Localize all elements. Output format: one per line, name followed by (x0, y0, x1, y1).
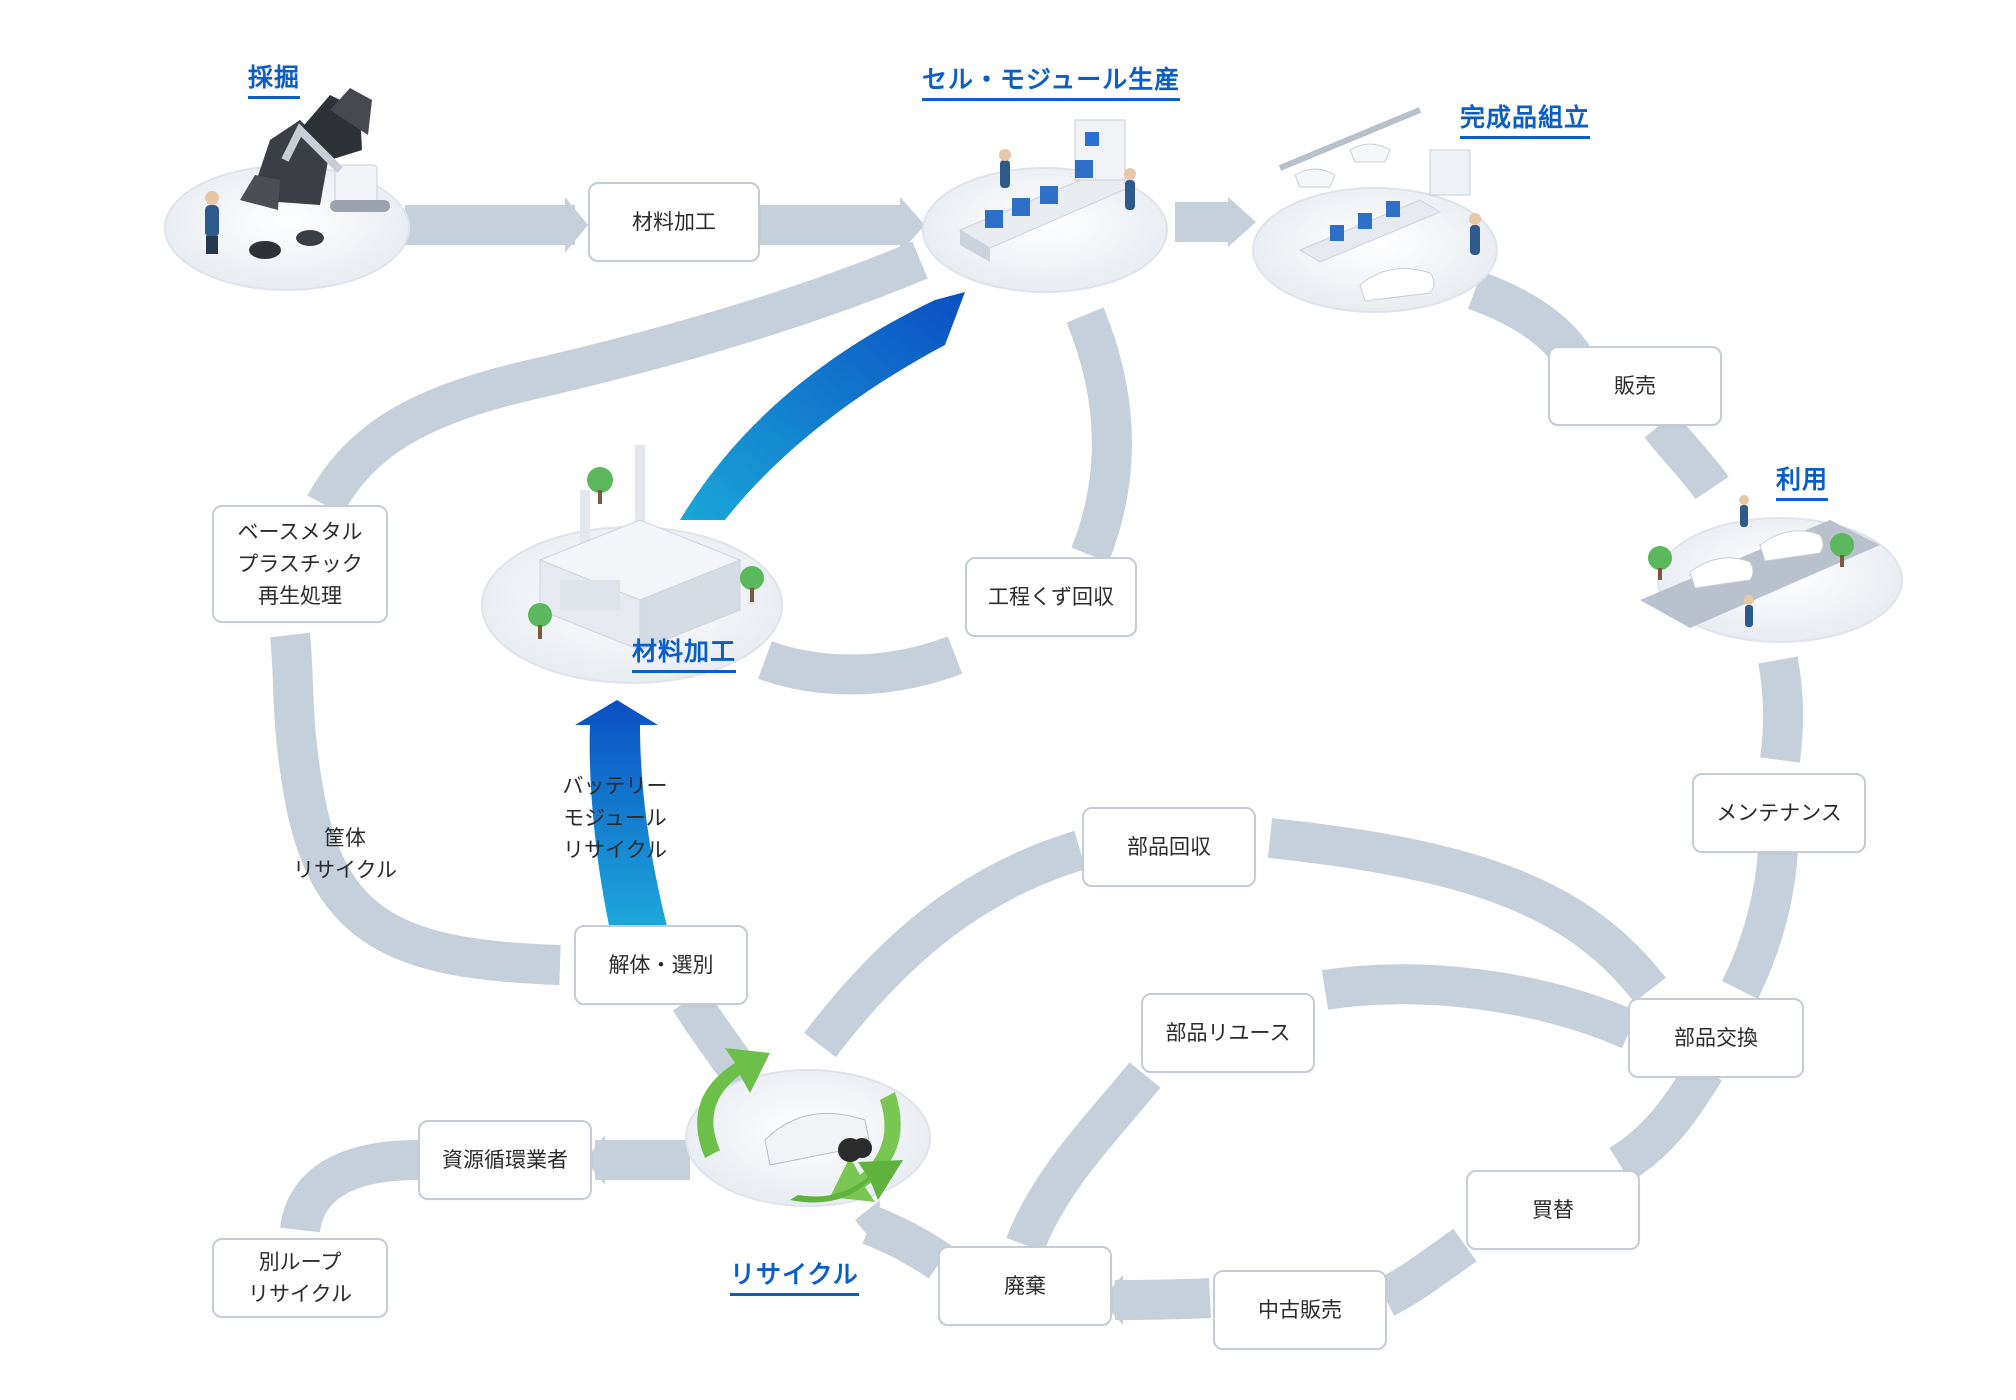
assembly-illustration (1278, 107, 1481, 302)
stage-mining: 採掘 (248, 58, 301, 99)
flow-exchange-to-replacement (1609, 1059, 1722, 1182)
flow-resource-to-other (280, 1140, 419, 1234)
flow-reuse-to-disposal (1006, 1062, 1161, 1253)
flow-sales-to-use (1644, 412, 1729, 500)
flow-disposal-to-recycle (862, 1206, 952, 1279)
factory-illustration (528, 445, 764, 651)
recycle-illustration (697, 1048, 903, 1203)
box-parts-reuse: 部品リユース (1141, 993, 1315, 1073)
flow-exchange-to-reuse (1321, 964, 1639, 1049)
box-material-processing: 材料加工 (588, 182, 760, 262)
box-disposal: 廃棄 (938, 1246, 1112, 1326)
flow-base-to-cell (307, 241, 928, 515)
flow-use-to-maintenance (1758, 656, 1804, 763)
arrowhead-to-recycle (855, 1200, 880, 1248)
cell-module-illustration (958, 119, 1137, 262)
flow-replacement-to-used (1375, 1228, 1477, 1316)
flow-exchange-to-parts-recovery (1267, 818, 1666, 1003)
stage-material: 材料加工 (632, 632, 737, 673)
flow-maintenance-to-exchange (1722, 848, 1798, 999)
stage-assembly: 完成品組立 (1460, 98, 1591, 139)
platform-assembly (1252, 187, 1498, 313)
flow-used-to-disposal (1114, 1278, 1211, 1320)
stage-cell-module: セル・モジュール生産 (922, 60, 1181, 101)
label-housing-recycle: 筐体 リサイクル (293, 826, 397, 882)
box-other-loop: 別ループ リサイクル (212, 1238, 388, 1318)
flow-dismantle-to-base (270, 632, 561, 985)
stage-use: 利用 (1776, 460, 1829, 501)
platform-cell (922, 167, 1168, 293)
arrowhead-to-material-box (565, 197, 588, 253)
box-maintenance: メンテナンス (1692, 773, 1866, 853)
box-base-metal: ベースメタル プラスチック 再生処理 (212, 505, 388, 623)
box-replacement: 買替 (1466, 1170, 1640, 1250)
box-sales: 販売 (1548, 346, 1722, 426)
box-resource-recycler: 資源循環業者 (418, 1120, 592, 1200)
battery-up-flow (575, 700, 668, 930)
arrowhead-to-assembly (1228, 197, 1256, 247)
arrowhead-to-resource (585, 1135, 605, 1185)
flow-recycle-to-parts-recovery (804, 830, 1086, 1058)
box-process-scrap: 工程くず回収 (965, 557, 1137, 637)
flow-cell-to-scrap (1066, 307, 1132, 563)
box-parts-exchange: 部品交換 (1628, 998, 1804, 1078)
arrowhead-to-cell (900, 197, 925, 253)
stage-recycle: リサイクル (730, 1255, 859, 1296)
box-used-sales: 中古販売 (1213, 1270, 1387, 1350)
box-dismantle: 解体・選別 (574, 925, 748, 1005)
battery-arc-flow (680, 292, 965, 520)
mining-illustration (205, 88, 390, 259)
flow-scrap-to-material (758, 636, 963, 695)
box-parts-recovery: 部品回収 (1082, 807, 1256, 887)
label-battery-module-recycle: バッテリー モジュール リサイクル (562, 774, 668, 862)
use-illustration (1640, 495, 1880, 628)
